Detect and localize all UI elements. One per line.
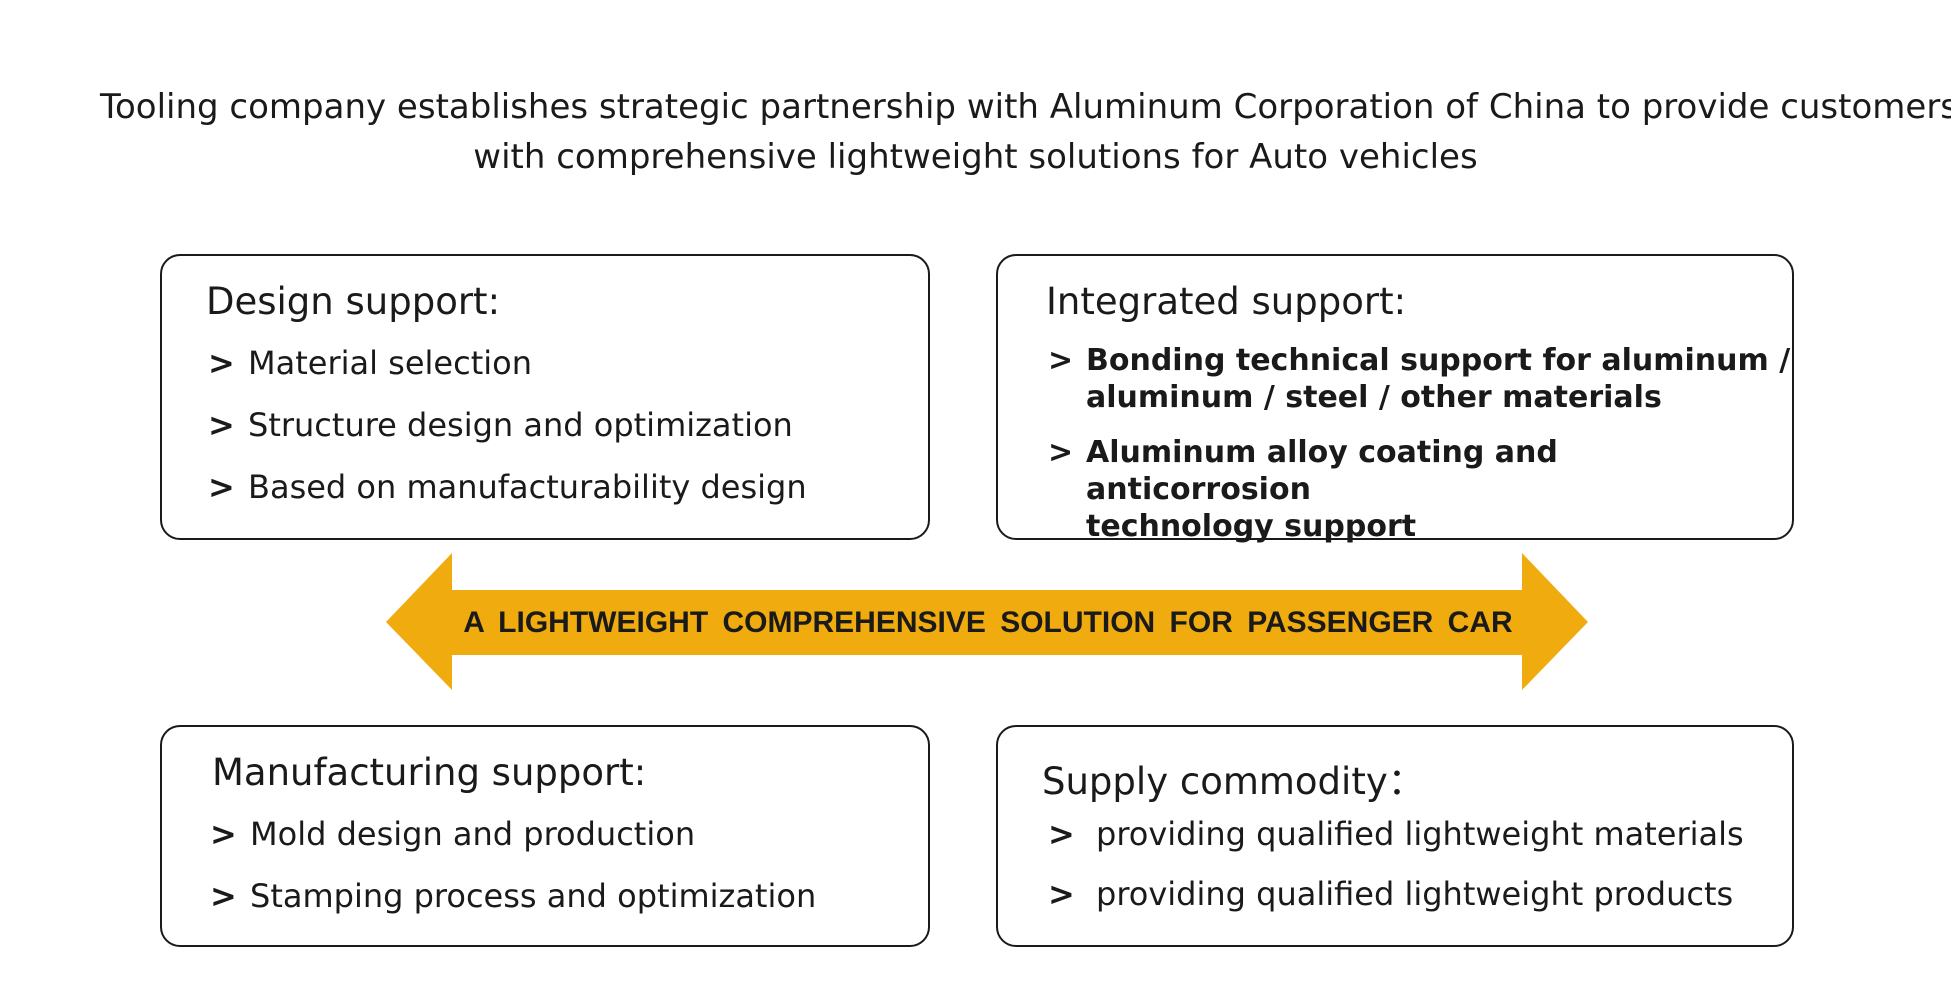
integrated-item-1: > Bonding technical support for aluminum… — [1048, 342, 1790, 416]
design-item-3-label: Based on manufacturability design — [248, 468, 807, 506]
manufacturing-item-1-label: Mold design and production — [250, 815, 696, 853]
headline-line-1: Tooling company establishes strategic pa… — [100, 87, 1951, 127]
manufacturing-item-2-label: Stamping process and optimization — [250, 877, 817, 915]
chevron-right-icon: > — [210, 815, 237, 853]
chevron-right-icon: > — [208, 406, 235, 444]
design-item-2-label: Structure design and optimization — [248, 406, 793, 444]
manufacturing-item-1: > Mold design and production — [210, 815, 695, 853]
integrated-item-2: > Aluminum alloy coating and anticorrosi… — [1048, 434, 1792, 545]
supply-item-2-label: providing qualified lightweight products — [1096, 875, 1734, 913]
supply-item-1: > providing qualified lightweight materia… — [1048, 815, 1744, 853]
headline-line-2: with comprehensive lightweight solutions… — [473, 137, 1478, 177]
design-support-title: Design support: — [206, 280, 501, 323]
chevron-right-icon: > — [208, 344, 235, 382]
design-support-panel: Design support: > Material selection > Str… — [160, 254, 930, 540]
design-item-1: > Material selection — [208, 344, 532, 382]
manufacturing-item-2: > Stamping process and optimization — [210, 877, 816, 915]
double-arrow-shape — [386, 553, 1588, 690]
integrated-support-panel: Integrated support: > Bonding technical … — [996, 254, 1794, 544]
chevron-right-icon: > — [208, 468, 235, 506]
design-item-3: > Based on manufacturability design — [208, 468, 807, 506]
headline: Tooling company establishes strategic pa… — [100, 82, 1951, 182]
integrated-item-2-label: Aluminum alloy coating and anticorrosion… — [1086, 435, 1558, 544]
design-item-2: > Structure design and optimization — [208, 406, 793, 444]
banner-label: A LIGHTWEIGHT COMPREHENSIVE SOLUTION FOR… — [463, 606, 1513, 639]
integrated-item-1-label: Bonding technical support for aluminum /… — [1086, 343, 1791, 415]
supply-item-2: > providing qualified lightweight product… — [1048, 875, 1733, 913]
chevron-right-icon: > — [1048, 435, 1074, 470]
design-item-1-label: Material selection — [248, 344, 532, 382]
supply-item-1-label: providing qualified lightweight material… — [1096, 815, 1744, 853]
supply-commodity-panel: Supply commodity： > providing qualified l… — [996, 725, 1794, 947]
manufacturing-support-panel: Manufacturing support: > Mold design and … — [160, 725, 930, 947]
supply-commodity-title: Supply commodity： — [1042, 760, 1425, 803]
chevron-right-icon: > — [1048, 343, 1074, 378]
integrated-support-title: Integrated support: — [1046, 280, 1407, 323]
manufacturing-support-title: Manufacturing support: — [212, 751, 647, 794]
chevron-right-icon: > — [1048, 815, 1075, 853]
chevron-right-icon: > — [1048, 875, 1075, 913]
chevron-right-icon: > — [210, 877, 237, 915]
